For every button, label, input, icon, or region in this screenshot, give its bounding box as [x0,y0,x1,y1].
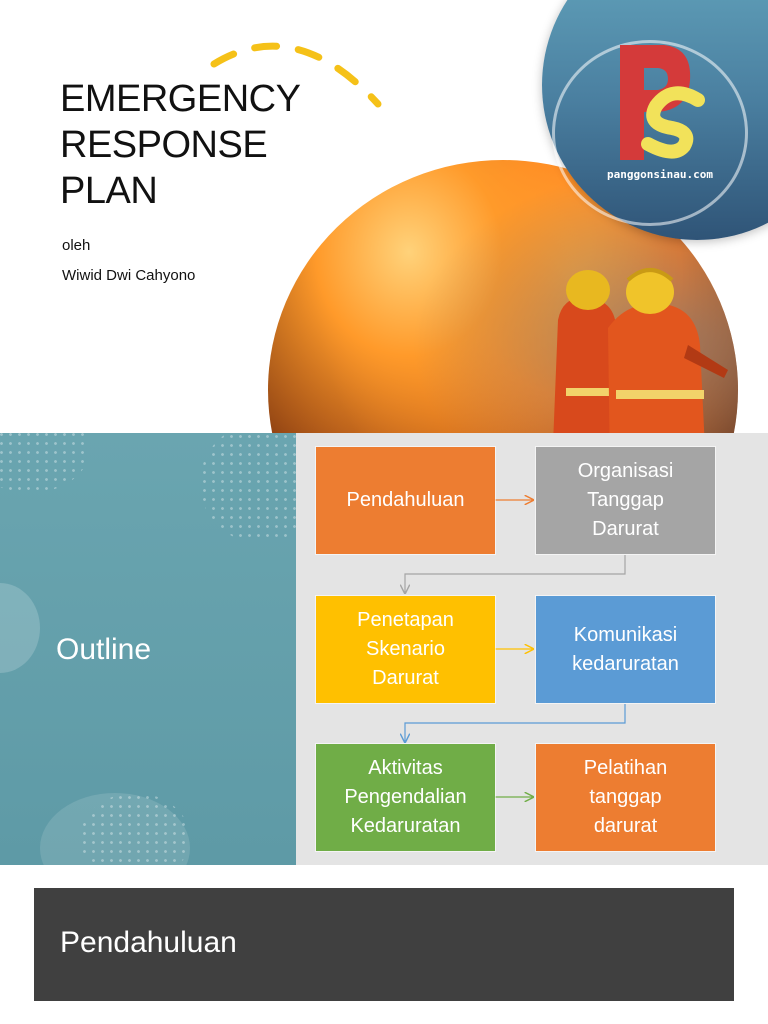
outline-title: Outline [56,633,152,666]
step-komunikasi-kedaruratan: Komunikasi kedaruratan [536,596,715,703]
title-line-1: EMERGENCY [60,78,301,120]
decorative-arc [210,42,382,108]
byline: oleh Wiwid Dwi Cahyono [62,231,195,291]
logo-ring [552,40,748,226]
outline-slide: Outline Pendahuluan Organisasi Tanggap D… [0,433,768,865]
outline-diagram: Pendahuluan Organisasi Tanggap Darurat P… [296,433,768,865]
step-organisasi-tanggap-darurat: Organisasi Tanggap Darurat [536,447,715,554]
step-pelatihan-tanggap-darurat: Pelatihan tanggap darurat [536,744,715,851]
panggonsinau-logo-icon [620,45,705,160]
step-aktivitas-pengendalian-kedaruratan: Aktivitas Pengendalian Kedaruratan [316,744,495,851]
section-slide: Pendahuluan [0,865,768,1024]
arrow-4-5 [405,704,626,742]
section-header-bar: Pendahuluan [34,888,734,1001]
arrow-2-3 [405,555,626,593]
step-pendahuluan: Pendahuluan [316,447,495,554]
step-penetapan-skenario-darurat: Penetapan Skenario Darurat [316,596,495,703]
author-name: Wiwid Dwi Cahyono [62,267,196,284]
by-label: oleh [62,237,91,254]
section-title: Pendahuluan [60,926,237,959]
title-line-2: RESPONSE [60,124,268,166]
presentation-title: EMERGENCY RESPONSE PLAN [60,76,320,214]
title-slide: EMERGENCY RESPONSE PLAN oleh Wiwid Dwi C… [0,0,768,433]
logo-url-text: panggonsinau.com [607,168,713,181]
outline-title-panel: Outline [0,433,296,865]
title-line-3: PLAN [60,170,158,212]
flow-connectors [296,433,626,865]
firefighter-figures [553,268,728,433]
